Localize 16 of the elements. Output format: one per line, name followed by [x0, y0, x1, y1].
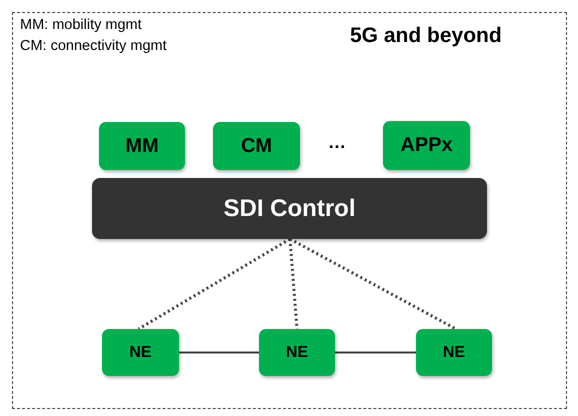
- control-bar: SDI Control: [92, 178, 487, 239]
- link-line: [335, 352, 416, 354]
- app-box: APPx: [383, 121, 470, 170]
- dotted-link: [288, 238, 298, 330]
- app-box: MM: [99, 122, 185, 170]
- dotted-link: [289, 238, 457, 330]
- title: 5G and beyond: [350, 24, 502, 48]
- network-element-box: NE: [102, 329, 179, 376]
- ellipsis: …: [328, 132, 346, 153]
- dotted-link: [138, 238, 291, 330]
- network-element-box: NE: [416, 329, 492, 376]
- link-line: [179, 352, 259, 354]
- network-element-box: NE: [259, 329, 335, 376]
- legend-note: MM: mobility mgmt: [20, 17, 142, 33]
- legend-note: CM: connectivity mgmt: [20, 38, 167, 54]
- app-box: CM: [213, 122, 300, 170]
